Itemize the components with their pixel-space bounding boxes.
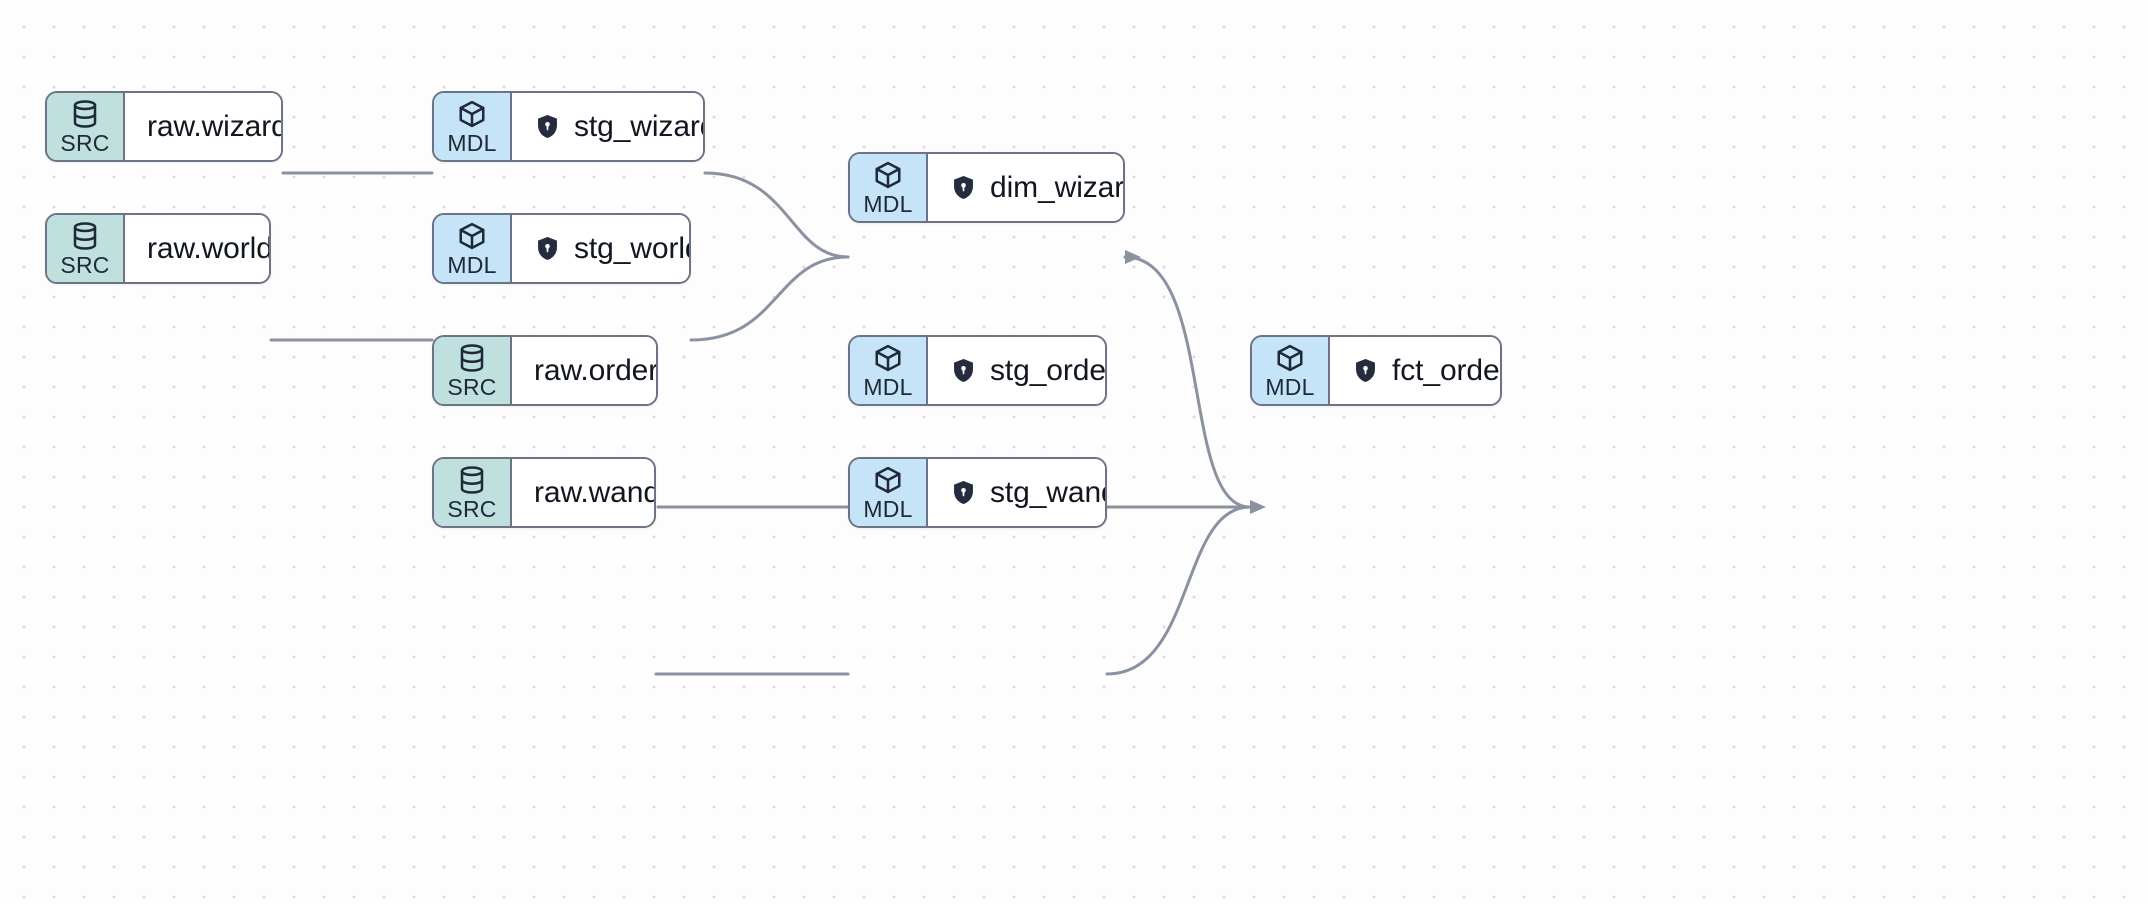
node-stg-wands[interactable]: MDL stg_wands — [848, 457, 1107, 528]
node-label: stg_wizards — [574, 109, 703, 143]
node-body: raw.worlds — [125, 215, 269, 282]
shield-lock-icon — [954, 359, 973, 382]
badge-label: SRC — [447, 373, 497, 400]
shield-lock-icon — [1356, 359, 1375, 382]
database-icon — [73, 99, 97, 128]
node-body: raw.orders — [512, 337, 658, 404]
cube-icon — [875, 344, 901, 371]
cube-icon — [459, 222, 485, 249]
shield-lock-icon — [538, 115, 557, 138]
node-dim-wizards[interactable]: MDL dim_wizards — [848, 152, 1125, 223]
badge-label: MDL — [1265, 373, 1315, 400]
node-raw-worlds[interactable]: SRC raw.worlds — [45, 213, 271, 284]
node-kind-badge-src: SRC — [47, 93, 125, 160]
badge-label: MDL — [863, 190, 913, 217]
node-raw-wizards[interactable]: SRC raw.wizards — [45, 91, 283, 162]
edge-stg-worlds-to-dim-wizards — [689, 255, 850, 342]
shield-lock-icon — [538, 237, 557, 260]
node-fct-orders[interactable]: MDL fct_orders — [1250, 335, 1502, 406]
edge-dim-wizards-to-fct-orders — [1123, 255, 1252, 509]
node-kind-badge-src: SRC — [434, 337, 512, 404]
node-stg-worlds[interactable]: MDL stg_worlds — [432, 213, 691, 284]
node-raw-wands[interactable]: SRC raw.wands — [432, 457, 656, 528]
badge-label: MDL — [863, 373, 913, 400]
node-stg-wizards[interactable]: MDL stg_wizards — [432, 91, 705, 162]
node-body: raw.wands — [512, 459, 654, 526]
shield-lock-icon — [954, 481, 973, 504]
node-label: raw.worlds — [147, 231, 269, 265]
cube-icon — [875, 161, 901, 188]
badge-label: SRC — [447, 495, 497, 522]
node-label: raw.wizards — [147, 109, 281, 143]
node-label: dim_wizards — [990, 170, 1125, 204]
node-body: stg_orders — [928, 337, 1106, 404]
database-icon — [460, 343, 484, 372]
badge-label: MDL — [447, 129, 497, 156]
node-kind-badge-mdl: MDL — [850, 459, 928, 526]
badge-label: MDL — [863, 495, 913, 522]
node-label: stg_wands — [990, 475, 1105, 509]
node-label: fct_orders — [1392, 353, 1500, 387]
edge-stg-wizards-to-dim-wizards — [703, 171, 850, 259]
shield-lock-icon — [954, 176, 973, 199]
node-body: raw.wizards — [125, 93, 281, 160]
node-kind-badge-src: SRC — [434, 459, 512, 526]
node-raw-orders[interactable]: SRC raw.orders — [432, 335, 658, 406]
cube-icon — [459, 100, 485, 127]
node-label: stg_worlds — [574, 231, 689, 265]
cube-icon — [875, 466, 901, 493]
node-body: stg_wands — [928, 459, 1105, 526]
node-kind-badge-mdl: MDL — [434, 93, 512, 160]
cube-icon — [1277, 344, 1303, 371]
node-kind-badge-mdl: MDL — [1252, 337, 1330, 404]
node-kind-badge-mdl: MDL — [850, 154, 928, 221]
arrowhead-dim-wizards — [1125, 250, 1141, 264]
node-label: raw.wands — [534, 475, 654, 509]
database-icon — [460, 465, 484, 494]
badge-label: SRC — [60, 251, 110, 278]
node-kind-badge-mdl: MDL — [434, 215, 512, 282]
node-body: stg_wizards — [512, 93, 703, 160]
badge-label: MDL — [447, 251, 497, 278]
database-icon — [73, 221, 97, 250]
node-label: stg_orders — [990, 353, 1106, 387]
edge-stg-wands-to-fct-orders — [1105, 505, 1252, 676]
node-kind-badge-src: SRC — [47, 215, 125, 282]
node-body: fct_orders — [1330, 337, 1500, 404]
arrowhead-fct-orders — [1250, 500, 1266, 514]
node-body: dim_wizards — [928, 154, 1125, 221]
badge-label: SRC — [60, 129, 110, 156]
node-body: stg_worlds — [512, 215, 689, 282]
node-stg-orders[interactable]: MDL stg_orders — [848, 335, 1107, 406]
node-label: raw.orders — [534, 353, 658, 387]
node-kind-badge-mdl: MDL — [850, 337, 928, 404]
